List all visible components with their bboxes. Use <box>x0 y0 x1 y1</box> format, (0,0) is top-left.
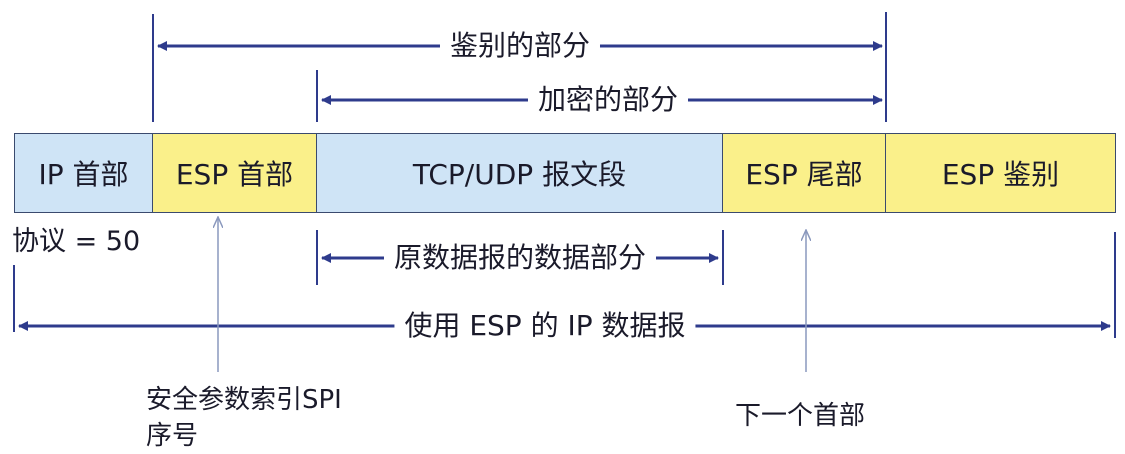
segment-esp-auth-label: ESP 鉴别 <box>941 158 1060 191</box>
seq-annotation: 序号 <box>146 421 199 451</box>
datagram-span-label: 使用 ESP 的 IP 数据报 <box>394 309 696 343</box>
segment-esp-header-label: ESP 首部 <box>175 158 294 191</box>
segment-tcp-udp: TCP/UDP 报文段 <box>317 133 723 213</box>
payload-span-label: 原数据报的数据部分 <box>383 241 657 275</box>
segment-esp-trailer-label: ESP 尾部 <box>745 158 863 191</box>
segment-ip-header: IP 首部 <box>14 133 153 213</box>
segment-tcp-udp-label: TCP/UDP 报文段 <box>412 158 627 191</box>
auth-span-label: 鉴别的部分 <box>439 29 601 63</box>
enc-span-label: 加密的部分 <box>527 83 689 117</box>
segment-esp-auth: ESP 鉴别 <box>886 133 1116 213</box>
segment-esp-header: ESP 首部 <box>153 133 317 213</box>
protocol-annotation: 协议 = 50 <box>12 226 141 257</box>
segment-esp-trailer: ESP 尾部 <box>723 133 886 213</box>
next-header-annotation: 下一个首部 <box>735 401 866 431</box>
segment-ip-header-label: IP 首部 <box>38 158 129 191</box>
spi-annotation: 安全参数索引SPI <box>146 385 342 415</box>
